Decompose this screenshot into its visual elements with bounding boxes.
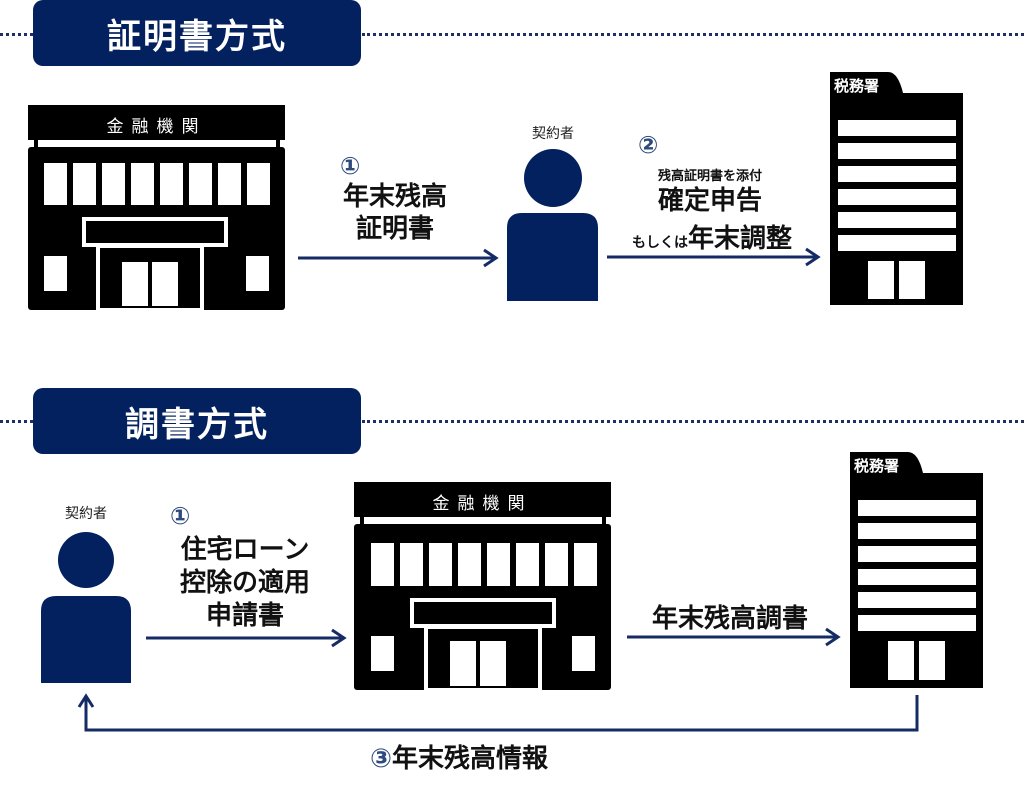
person-label-1: 契約者 [532,126,574,142]
bank-sign-label-1: 金融機関 [106,117,207,137]
step-1b-number: ① [170,502,191,530]
divider-left-2 [0,420,33,423]
person-1 [507,149,598,301]
tax-office-2 [850,452,983,688]
step-3-label: ③年末残高情報 [370,738,548,775]
step-3-number: ③ [370,744,393,774]
tax-office-label-1: 税務署 [834,77,880,95]
step-2-note: 残高証明書を添付 [657,169,762,184]
step-1b-line-2: 控除の適用 [179,568,310,598]
step-1-line-1: 年末残高 [342,182,447,212]
step-2b-label: 年末残高調書 [651,604,808,634]
step-2-number: ② [638,131,659,159]
step-1b-line-3: 申請書 [205,601,284,631]
arrow-person-to-bank [146,628,347,648]
arrow-tax-office-to-person [77,693,919,732]
person-label-2: 契約者 [65,506,107,522]
divider-left [0,33,33,36]
arrow-bank-to-person [298,248,499,268]
tax-office-1 [830,72,963,305]
step-2-line-1: 確定申告 [657,186,762,216]
step-2-line-2-text: 年末調整 [687,224,792,254]
step-3-text: 年末残高情報 [392,744,549,774]
bank-sign-label-2: 金融機関 [432,494,533,514]
divider-right-2 [362,420,1024,423]
step-2-prefix: もしくは [631,235,688,251]
step-1-line-2: 証明書 [355,214,434,244]
tax-office-label-2: 税務署 [854,457,900,475]
section-title-statement-method: 調書方式 [33,388,361,454]
step-1-number: ① [340,152,361,180]
step-1b-line-1: 住宅ローン [180,535,310,565]
step-2-line-2: もしくは年末調整 [612,218,812,255]
section-title-certificate-method: 証明書方式 [33,0,361,66]
divider-right [362,33,1024,36]
person-2 [41,532,131,683]
